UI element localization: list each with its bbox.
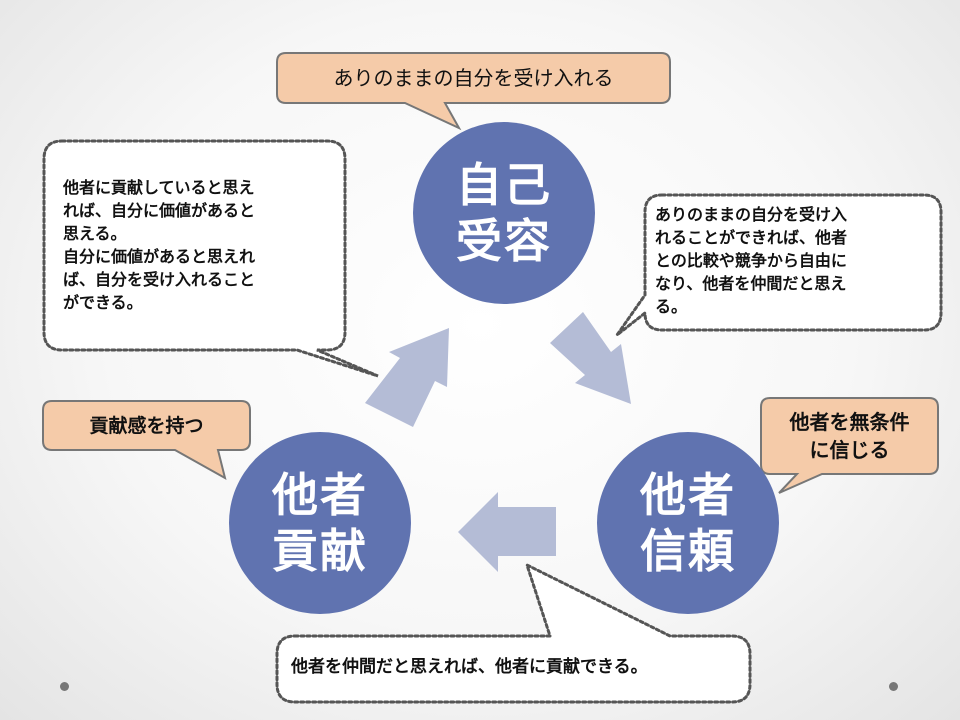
note-acceptance-to-trust: ありのままの自分を受け入 れることができれば、他者 との比較や競争から自由に な… [655,203,847,318]
callout-trust-unconditionally-shape [760,397,939,494]
note-contribution-to-acceptance-shape [42,139,379,378]
note-trust-to-contribution: 他者を仲間だと思えれば、他者に貢献できる。 [291,657,648,677]
note-trust-to-contribution-shape [275,562,752,704]
note-line: れることができれば、他者 [655,228,848,247]
callout-accept-yourself-shape [276,52,671,131]
label-accept-yourself: ありのままの自分を受け入れる [333,66,614,90]
label-sense-of-contribution: 貢献感を持つ [89,414,204,437]
note-line: れば、自分に価値があると [63,201,256,220]
circle-contribution-to-others: 他者 貢献 [229,432,411,614]
circle-trust-in-others: 他者 信頼 [597,432,779,614]
note-line: ができる。 [63,293,143,312]
slide-dot-left [60,682,69,691]
slide-dot-right [889,682,898,691]
circle-contribution-to-others-line1: 他者 [272,468,368,522]
note-line: 他者に貢献していると思え [63,178,255,197]
label-trust-unconditionally-line1: 他者を無条件 [789,410,910,434]
circle-self-acceptance: 自己 受容 [413,122,595,304]
note-line: ば、自分を受け入れること [63,270,256,289]
circle-self-acceptance-line2: 受容 [456,214,552,268]
label-trust-unconditionally: 他者を無条件 に信じる [761,398,938,474]
note-line: ありのままの自分を受け入 [655,205,848,224]
circle-trust-in-others-line2: 信頼 [640,524,736,578]
arrow-contribution-to-acceptance [365,328,449,427]
note-line: 自分に価値があると思えれ [63,247,256,266]
note-line: る。 [655,297,688,316]
arrow-trust-to-contribution [458,492,556,572]
circle-trust-in-others-line1: 他者 [640,468,736,522]
circle-contribution-to-others-line2: 貢献 [272,524,368,578]
callout-sense-of-contribution-shape [42,400,251,481]
circle-self-acceptance-line1: 自己 [456,158,552,212]
arrow-acceptance-to-trust [550,312,631,404]
label-trust-unconditionally-line2: に信じる [809,438,890,462]
note-contribution-to-acceptance: 他者に貢献していると思え れば、自分に価値があると 思える。 自分に価値があると… [63,176,255,314]
note-line: 思える。 [63,224,127,243]
note-line: との比較や競争から自由に [655,251,847,270]
note-acceptance-to-trust-shape [615,193,943,337]
note-line: なり、他者を仲間だと思え [655,274,847,293]
